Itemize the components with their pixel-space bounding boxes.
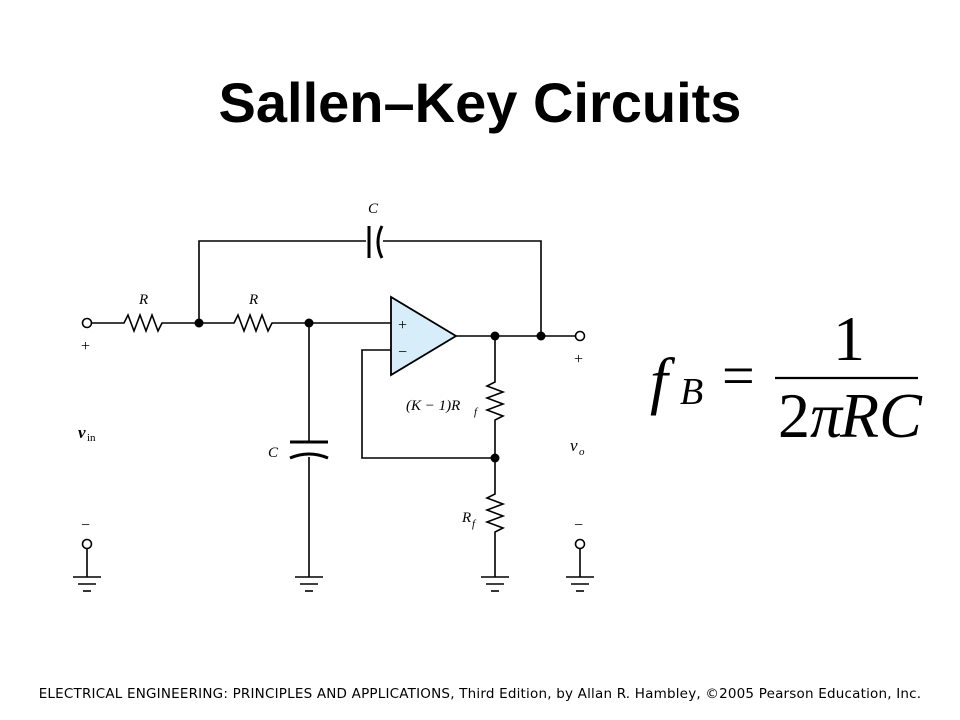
vin-minus-terminal [81,538,93,550]
op-amp-plus-input: + [398,317,407,334]
rf-bottom-label: R [461,510,471,526]
terminal-ground-wires [86,549,581,577]
resistor2-label: R [248,292,258,308]
feedback-wire [198,240,542,336]
feedback-capacitor-plate-curved [376,225,384,259]
resistor1-label: R [138,292,148,308]
equation-denominator-variables: RC [839,380,923,451]
op-amp-minus-input: − [398,344,407,361]
equation-numerator: 1 [833,303,865,374]
vin-plus-mark: + [81,338,90,355]
ground-symbol-2 [295,576,323,592]
node-junction-5 [490,453,500,463]
vo-plus-mark: + [574,351,583,368]
input-wire [92,312,391,334]
op-amp-triangle [390,295,458,377]
ground-capacitor-plate-curved [289,452,329,460]
equation-equals-sign: = [722,343,755,408]
bandwidth-equation: f B = 1 2 π RC [650,303,923,451]
vin-subscript: in [87,432,96,444]
equation-lhs-variable: f [650,345,676,416]
vo-subscript: o [579,446,585,458]
vo-label: v [570,436,578,455]
vo-minus-terminal [574,538,586,550]
ground-symbol-4 [566,576,594,592]
node-junction-1 [194,318,204,328]
vo-plus-terminal [574,330,586,342]
vin-minus-mark: − [81,517,90,534]
rf-top-label: (K − 1)R [406,398,460,414]
inverting-feedback-wire [361,349,495,459]
equation-lhs-subscript: B [680,371,703,413]
vin-plus-terminal [81,317,93,329]
rf-top-subscript: f [474,406,479,418]
equation-denominator-pi: π [810,380,844,451]
slide-footer: ELECTRICAL ENGINEERING: PRINCIPLES AND A… [38,686,922,702]
vo-minus-mark: − [574,517,583,534]
equation-denominator-coefficient: 2 [778,380,810,451]
node-junction-4 [536,331,546,341]
ground-symbol-1 [73,576,101,592]
ground-symbol-3 [481,576,509,592]
ground-capacitor-label: C [268,445,279,461]
slide-title: Sallen–Key Circuits [218,71,742,134]
vin-label: v [78,423,86,442]
feedback-capacitor-label: C [368,201,379,217]
rf-bottom-subscript: f [472,518,477,530]
